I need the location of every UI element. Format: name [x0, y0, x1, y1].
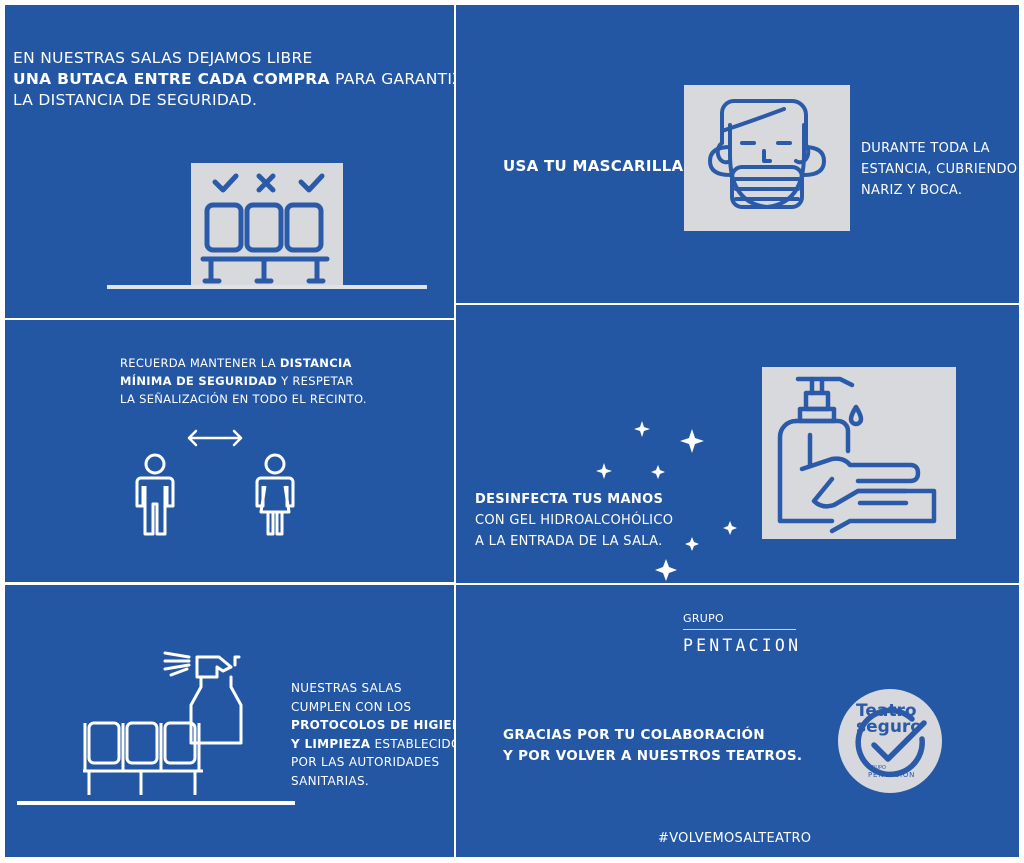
- distance-line-2-bold: MÍNIMA DE SEGURIDAD: [120, 374, 278, 388]
- sparkle-icon: [680, 429, 704, 453]
- seating-line-3: LA DISTANCIA DE SEGURIDAD.: [13, 91, 258, 109]
- mask-icon-box: [684, 85, 850, 231]
- thanks-text: GRACIAS POR TU COLABORACIÓN Y POR VOLVER…: [503, 725, 802, 767]
- badge-pentacion: PENTACION: [868, 771, 916, 779]
- badge-title: Teatro seguro: [856, 701, 922, 737]
- hygiene-line-3: PROTOCOLOS DE HIGIENE: [291, 716, 454, 735]
- thanks-line-2: Y POR VOLVER A NUESTROS TEATROS.: [503, 748, 803, 764]
- sparkle-icon: [596, 421, 737, 581]
- sanitizer-icon-box: [762, 367, 956, 539]
- badge-group: GRUPO: [868, 765, 886, 771]
- distance-text: RECUERDA MANTENER LA DISTANCIA MÍNIMA DE…: [120, 354, 367, 408]
- double-arrow-icon: [187, 429, 243, 447]
- mask-detail: DURANTE TODA LA ESTANCIA, CUBRIENDO NARI…: [861, 138, 1017, 201]
- distance-line-1-a: RECUERDA MANTENER LA: [120, 356, 280, 370]
- hygiene-line-5: POR LAS AUTORIDADES: [291, 755, 440, 769]
- seating-line-2: UNA BUTACA ENTRE CADA COMPRA PARA GARANT…: [13, 69, 454, 90]
- logo-pentacion: PENTACION: [683, 636, 802, 655]
- teatro-seguro-badge-icon: Teatro seguro GRUPO PENTACION: [838, 689, 942, 793]
- sparkle-icon: [596, 463, 612, 479]
- seating-panel: EN NUESTRAS SALAS DEJAMOS LIBRE UNA BUTA…: [5, 5, 454, 318]
- sanitizer-hand-icon: [777, 376, 937, 534]
- badge-line-1: Teatro: [856, 701, 917, 721]
- distance-line-1-bold: DISTANCIA: [279, 356, 352, 370]
- hands-line-2: CON GEL HIDROALCOHÓLICO: [475, 513, 674, 528]
- cross-icon: [256, 173, 276, 193]
- woman-icon: [255, 453, 295, 536]
- hygiene-line-4-bold: Y LIMPIEZA: [291, 736, 371, 751]
- sparkle-icon: [634, 421, 650, 437]
- floor-line: [107, 285, 427, 289]
- hygiene-line-4-rest: ESTABLECIDOS: [374, 736, 454, 751]
- logo-group-label: GRUPO: [683, 612, 725, 625]
- hands-line-1-bold: DESINFECTA TUS MANOS: [475, 492, 664, 507]
- distance-panel: RECUERDA MANTENER LA DISTANCIA MÍNIMA DE…: [5, 320, 454, 582]
- check-icon: [212, 173, 239, 193]
- logo-rule: [683, 629, 796, 630]
- mask-detail-3: NARIZ Y BOCA.: [861, 183, 963, 198]
- hygiene-floor-line: [17, 801, 295, 805]
- hygiene-line-4: Y LIMPIEZA ESTABLECIDOS: [291, 735, 454, 754]
- mask-panel: USA TU MASCARILLA DURANTE TODA LA ESTANC…: [456, 5, 1019, 303]
- hygiene-line-1: NUESTRAS SALAS: [291, 681, 402, 695]
- sparkle-icon: [651, 465, 665, 479]
- seat-row-icon: [200, 173, 330, 284]
- hands-text: DESINFECTA TUS MANOS CON GEL HIDROALCOHÓ…: [475, 489, 673, 552]
- check-icon: [298, 173, 325, 193]
- hygiene-line-6: SANITARIAS.: [291, 773, 369, 788]
- seating-text: EN NUESTRAS SALAS DEJAMOS LIBRE UNA BUTA…: [13, 48, 454, 111]
- face-mask-icon: [708, 99, 826, 209]
- hands-panel: DESINFECTA TUS MANOS CON GEL HIDROALCOHÓ…: [456, 305, 1019, 583]
- mask-heading: USA TU MASCARILLA: [503, 157, 684, 175]
- seating-icon-box: [191, 163, 343, 287]
- distance-line-2: MÍNIMA DE SEGURIDAD Y RESPETAR: [120, 372, 367, 390]
- badge-line-2: seguro: [856, 717, 922, 737]
- mask-detail-1: DURANTE TODA LA: [861, 141, 990, 156]
- seating-line-2-rest: PARA GARANTIZAR: [335, 70, 454, 88]
- sparkle-icon: [685, 537, 699, 551]
- hygiene-panel: NUESTRAS SALAS CUMPLEN CON LOS PROTOCOLO…: [5, 585, 454, 857]
- sparkle-icon: [655, 559, 677, 581]
- thanks-line-1: GRACIAS POR TU COLABORACIÓN: [503, 727, 765, 743]
- seating-line-1: EN NUESTRAS SALAS DEJAMOS LIBRE: [13, 49, 313, 67]
- hands-line-1: DESINFECTA TUS MANOS: [475, 489, 673, 510]
- sparkle-icon: [723, 521, 737, 535]
- hygiene-text: NUESTRAS SALAS CUMPLEN CON LOS PROTOCOLO…: [291, 679, 454, 790]
- distance-line-2-rest: Y RESPETAR: [277, 374, 354, 388]
- distance-line-3: LA SEÑALIZACIÓN EN TODO EL RECINTO.: [120, 392, 367, 406]
- closing-panel: GRUPO PENTACION GRACIAS POR TU COLABORAC…: [456, 585, 1019, 857]
- hygiene-line-2: CUMPLEN CON LOS: [291, 699, 412, 714]
- hygiene-line-3-bold: PROTOCOLOS DE HIGIENE: [291, 718, 454, 732]
- seating-line-2-bold: UNA BUTACA ENTRE CADA COMPRA: [13, 70, 330, 88]
- man-icon: [135, 453, 175, 536]
- distance-line-1: RECUERDA MANTENER LA DISTANCIA: [120, 354, 367, 372]
- mask-detail-2: ESTANCIA, CUBRIENDO: [861, 162, 1018, 177]
- badge-check-icon: [855, 707, 927, 778]
- hands-line-3: A LA ENTRADA DE LA SALA.: [475, 534, 663, 549]
- spray-bottle-icon: [83, 651, 243, 795]
- hashtag: #VOLVEMOSALTEATRO: [658, 831, 812, 846]
